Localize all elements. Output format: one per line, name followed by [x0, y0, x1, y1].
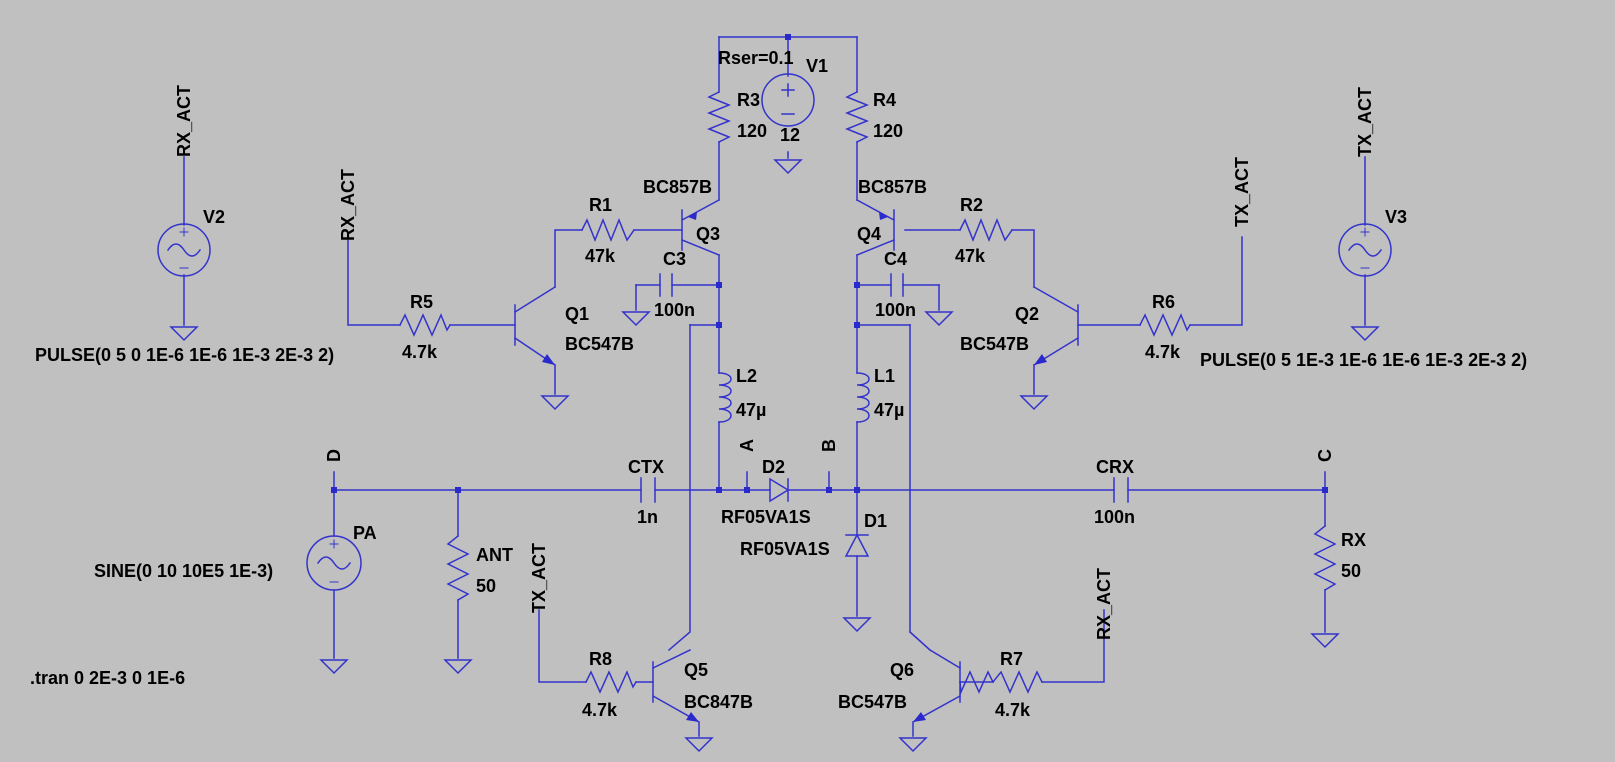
- d1-name-label: D1: [864, 511, 887, 531]
- l2-value-label: 47µ: [736, 400, 766, 420]
- wires: [183, 36, 1366, 683]
- q6-name-label: Q6: [890, 660, 914, 680]
- v3-value-label: PULSE(0 5 1E-3 1E-6 1E-6 1E-3 2E-3 2): [1200, 350, 1527, 370]
- net-label-d: D: [324, 449, 344, 462]
- v2-source[interactable]: [157, 223, 211, 277]
- r3-name-label: R3: [737, 90, 760, 110]
- capacitors[interactable]: [640, 273, 1129, 503]
- q4-value-label: BC857B: [858, 177, 927, 197]
- q2-value-label: BC547B: [960, 334, 1029, 354]
- q5-value-label: BC847B: [684, 692, 753, 712]
- r8-name-label: R8: [589, 649, 612, 669]
- r5-value-label: 4.7k: [402, 342, 438, 362]
- c4-name-label: C4: [884, 249, 907, 269]
- v2-name-label: V2: [203, 207, 225, 227]
- net-labels: RX_ACT RX_ACT RX_ACT TX_ACT TX_ACT TX_AC…: [174, 85, 1375, 640]
- rx-value-label: 50: [1341, 561, 1361, 581]
- pa-source[interactable]: [306, 535, 362, 591]
- inductors[interactable]: [718, 372, 870, 423]
- r7-name-label: R7: [1000, 649, 1023, 669]
- d2-name-label: D2: [762, 457, 785, 477]
- r8-value-label: 4.7k: [582, 700, 618, 720]
- net-label-b: B: [819, 439, 839, 452]
- q6-value-label: BC547B: [838, 692, 907, 712]
- spice-directive: .tran 0 2E-3 0 1E-6: [30, 668, 185, 688]
- component-labels: Rser=0.1 V1 12 V2 PULSE(0 5 0 1E-6 1E-6 …: [30, 48, 1527, 720]
- r3-value-label: 120: [737, 121, 767, 141]
- d2-value-label: RF05VA1S: [721, 507, 811, 527]
- v2-value-label: PULSE(0 5 0 1E-6 1E-6 1E-3 2E-3 2): [35, 345, 334, 365]
- net-label-c: C: [1315, 449, 1335, 462]
- pa-name-label: PA: [353, 523, 377, 543]
- v3-source[interactable]: [1338, 223, 1392, 277]
- r2-name-label: R2: [960, 195, 983, 215]
- ant-name-label: ANT: [476, 545, 513, 565]
- crx-value-label: 100n: [1094, 507, 1135, 527]
- ctx-name-label: CTX: [628, 457, 664, 477]
- net-label-rx-act: RX_ACT: [1094, 568, 1114, 640]
- net-label-rx-act: RX_ACT: [338, 169, 358, 241]
- q1-value-label: BC547B: [565, 334, 634, 354]
- net-label-rx-act: RX_ACT: [174, 85, 194, 157]
- pa-value-label: SINE(0 10 10E5 1E-3): [94, 561, 273, 581]
- c3-name-label: C3: [663, 249, 686, 269]
- r1-value-label: 47k: [585, 246, 616, 266]
- r2-value-label: 47k: [955, 246, 986, 266]
- r7-value-label: 4.7k: [995, 700, 1031, 720]
- diodes[interactable]: [769, 477, 870, 557]
- l1-name-label: L1: [874, 366, 895, 386]
- c3-value-label: 100n: [654, 300, 695, 320]
- v1-source[interactable]: [761, 73, 815, 127]
- crx-name-label: CRX: [1096, 457, 1134, 477]
- r6-name-label: R6: [1152, 292, 1175, 312]
- r1-name-label: R1: [589, 195, 612, 215]
- net-label-tx-act: TX_ACT: [1232, 157, 1252, 227]
- l2-name-label: L2: [736, 366, 757, 386]
- q2-name-label: Q2: [1015, 304, 1039, 324]
- v1-name-label: V1: [806, 56, 828, 76]
- v1-rser-label: Rser=0.1: [718, 48, 794, 68]
- v1-value-label: 12: [780, 125, 800, 145]
- transistors[interactable]: [513, 198, 1080, 737]
- q1-name-label: Q1: [565, 304, 589, 324]
- net-label-tx-act: TX_ACT: [529, 543, 549, 613]
- v3-name-label: V3: [1385, 207, 1407, 227]
- q3-name-label: Q3: [696, 224, 720, 244]
- net-label-tx-act: TX_ACT: [1355, 87, 1375, 157]
- net-label-a: A: [737, 439, 757, 452]
- d1-value-label: RF05VA1S: [740, 539, 830, 559]
- ctx-value-label: 1n: [637, 507, 658, 527]
- c4-value-label: 100n: [875, 300, 916, 320]
- l1-value-label: 47µ: [874, 400, 904, 420]
- resistors[interactable]: [398, 90, 1337, 695]
- r4-name-label: R4: [873, 90, 896, 110]
- q5-name-label: Q5: [684, 660, 708, 680]
- r5-name-label: R5: [410, 292, 433, 312]
- ant-value-label: 50: [476, 576, 496, 596]
- q4-name-label: Q4: [857, 224, 881, 244]
- q3-value-label: BC857B: [643, 177, 712, 197]
- r4-value-label: 120: [873, 121, 903, 141]
- rx-name-label: RX: [1341, 530, 1366, 550]
- junctions: [331, 34, 1328, 493]
- r6-value-label: 4.7k: [1145, 342, 1181, 362]
